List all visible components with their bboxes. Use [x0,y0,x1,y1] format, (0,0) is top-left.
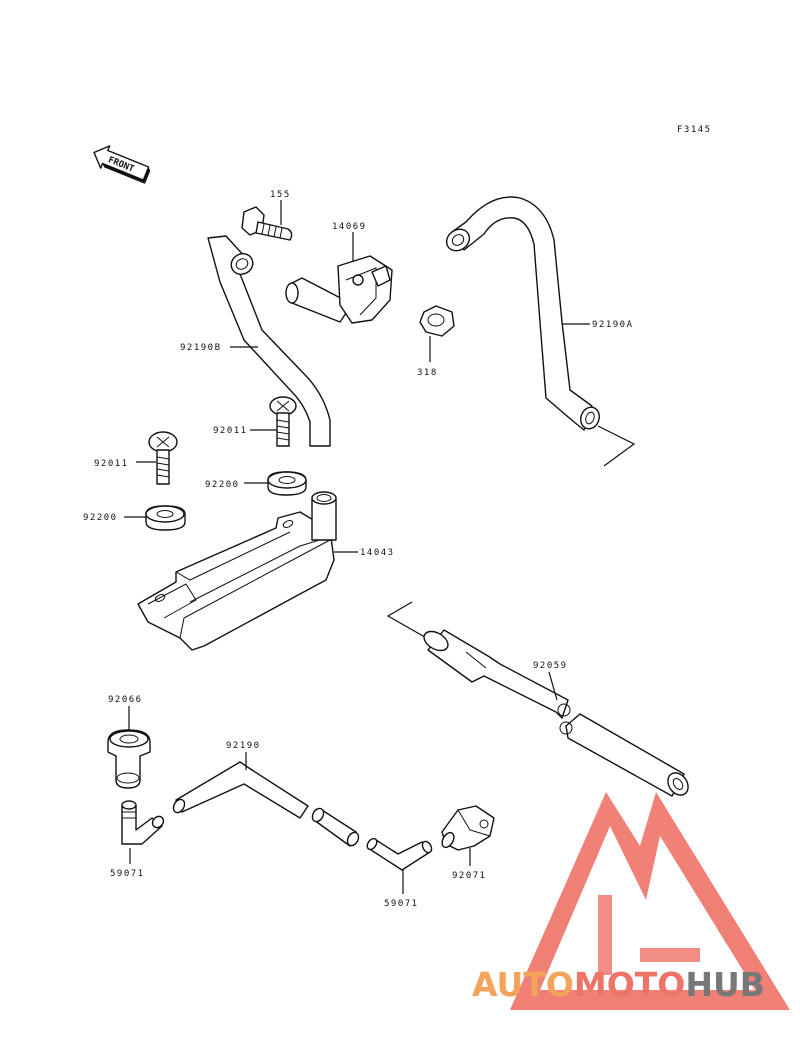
label-92190B: 92190B [180,343,222,353]
pipe-92059 [423,629,689,797]
label-92011-left: 92011 [94,459,129,469]
joint-59071-right [366,837,433,871]
label-92200-upper: 92200 [205,480,240,490]
label-92066: 92066 [108,695,143,705]
hose-92190A [445,196,600,431]
figure-code: F3145 [677,125,712,135]
label-59071-left: 59071 [110,869,145,879]
label-92190A: 92190A [592,320,634,330]
screw-92011-left [148,431,178,485]
tube-92190 [172,761,360,847]
label-92190: 92190 [226,741,261,751]
washer-92200-upper [267,471,307,496]
fitting-92071 [441,805,495,851]
label-155: 155 [270,190,291,200]
hose-92190B [207,235,331,447]
label-14043: 14043 [360,548,395,558]
front-arrow-icon: FRONT [93,145,151,184]
nut-318 [419,305,455,337]
screw-92011-upper [269,396,297,447]
valve-14069 [285,255,393,324]
label-14069: 14069 [332,222,367,232]
joint-59071-left [121,800,165,845]
label-92071: 92071 [452,871,487,881]
label-92059: 92059 [533,661,568,671]
washer-92200-left [145,505,186,531]
label-92011-upper: 92011 [213,426,248,436]
label-92200-left: 92200 [83,513,118,523]
label-59071-right: 59071 [384,899,419,909]
watermark-triangle-icon [510,792,790,1010]
grommet-92066 [107,729,151,789]
case-14043 [137,491,337,651]
label-318: 318 [417,368,438,378]
watermark-text: AUTOMOTOHUB [472,965,765,1004]
bolt-155 [241,206,293,241]
